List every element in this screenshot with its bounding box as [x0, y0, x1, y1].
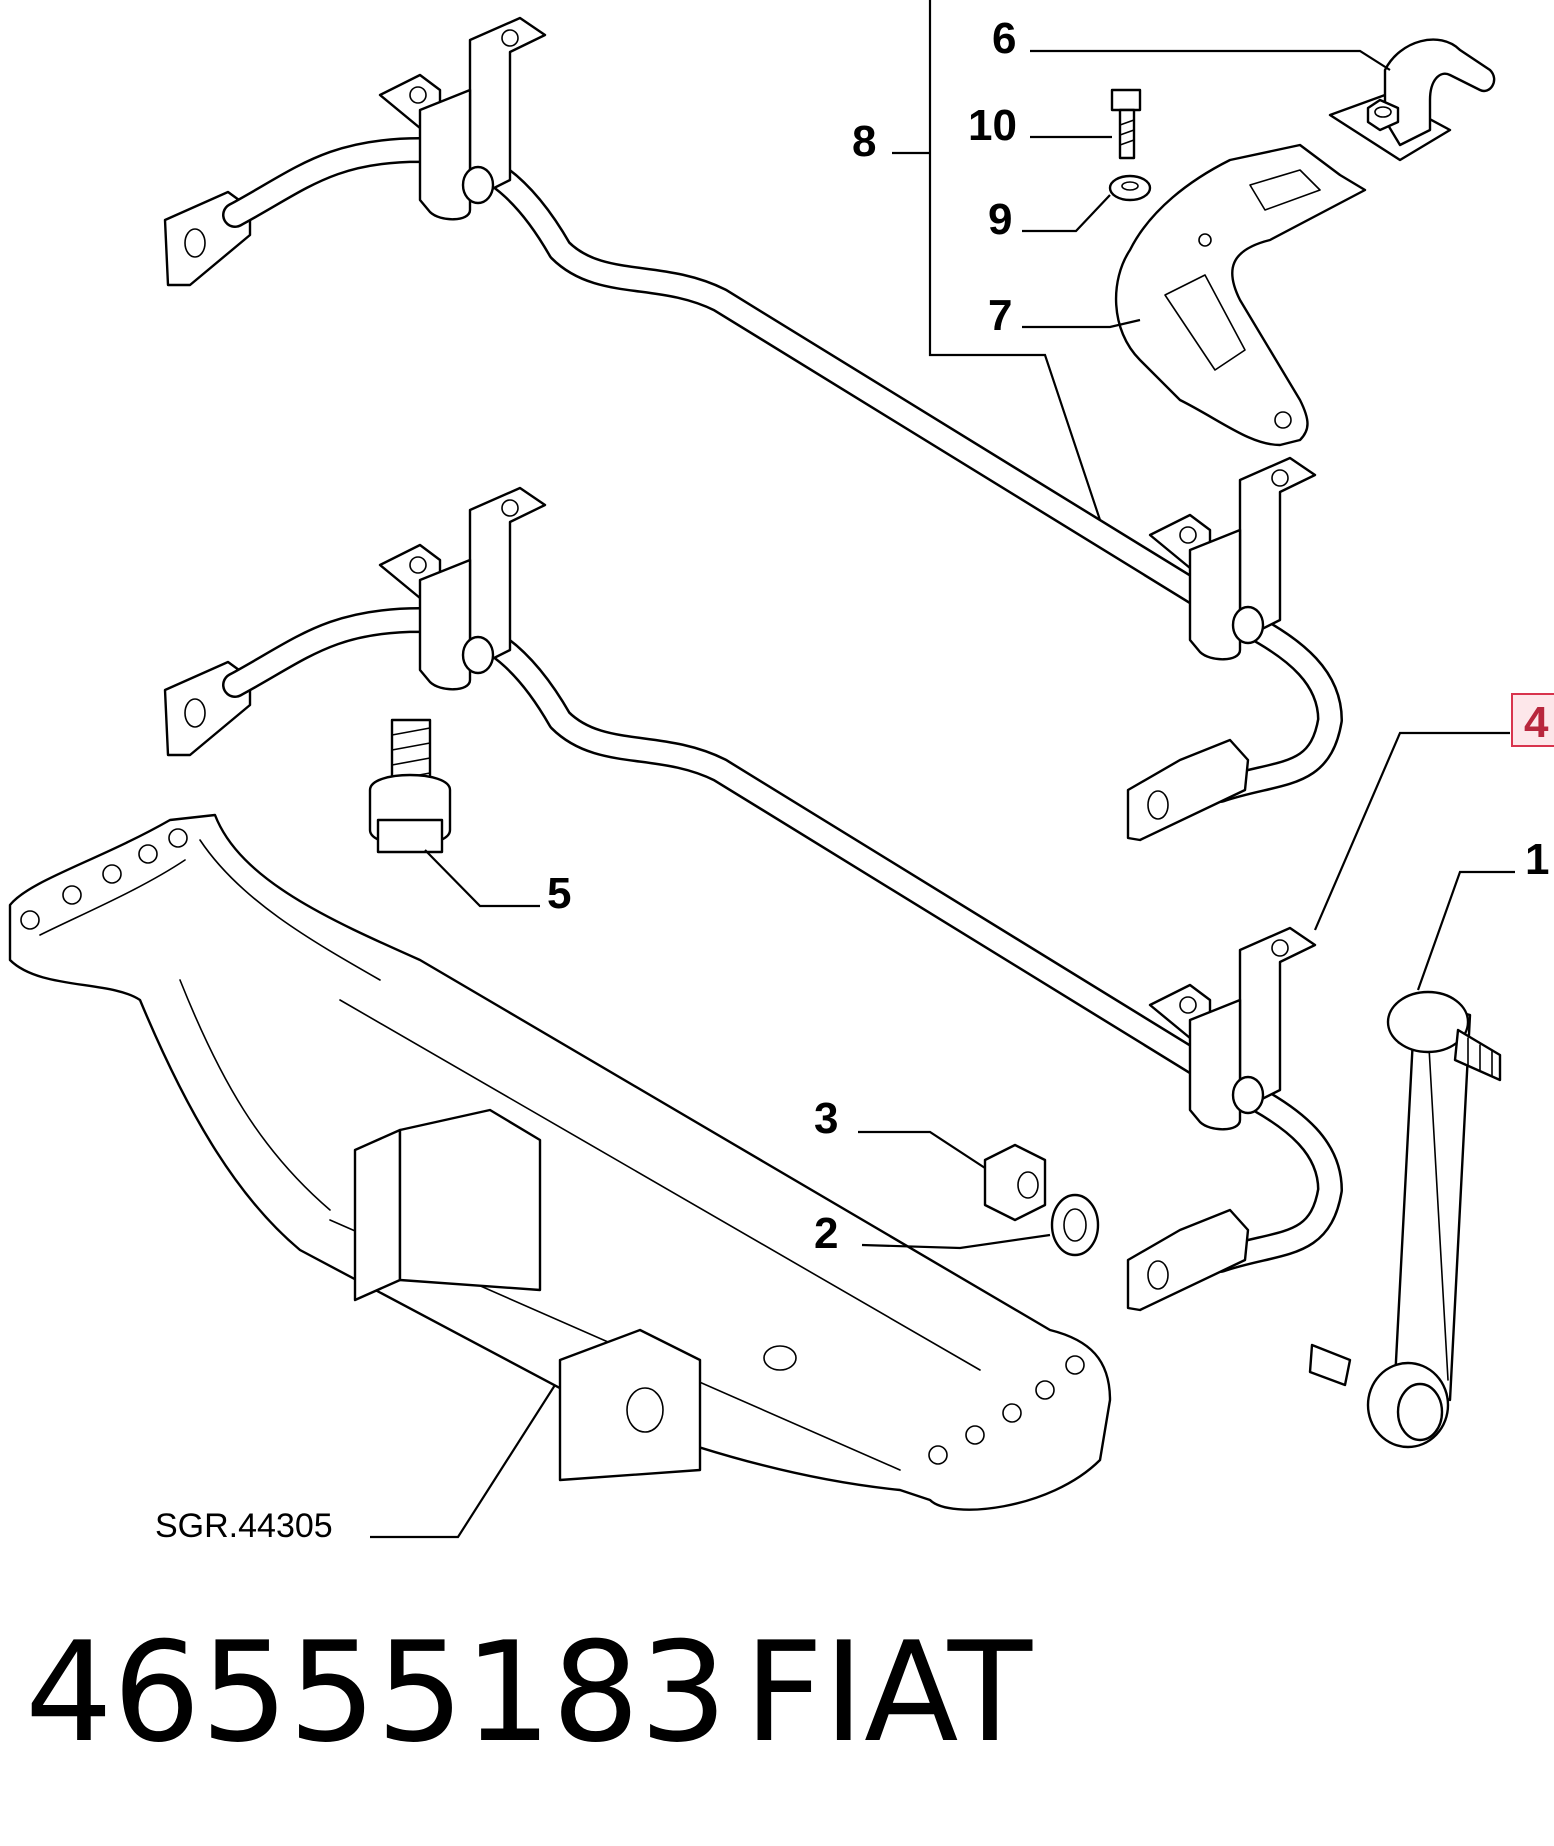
callout-2: 2 [814, 1209, 838, 1258]
callout-10: 10 [968, 101, 1017, 150]
callout-1: 1 [1525, 835, 1549, 884]
callout-4-highlight [1511, 693, 1554, 747]
callout-labels: 6 10 8 9 7 4 1 5 3 2 SGR.44305 [155, 14, 1554, 1545]
lower-stabilizer-bar [163, 486, 1343, 1312]
washer-part-9 [1108, 174, 1152, 202]
bracket-part-7 [1114, 143, 1367, 447]
bolt-part-5 [368, 718, 452, 854]
clamp-part-6 [1328, 38, 1496, 162]
callout-6: 6 [992, 14, 1016, 63]
washer-part-2 [1050, 1193, 1100, 1257]
callout-7: 7 [988, 291, 1012, 340]
link-part-1 [1308, 990, 1502, 1449]
reference-code: SGR.44305 [155, 1507, 333, 1545]
leader-lines [370, 0, 1515, 1539]
callout-3: 3 [814, 1094, 838, 1143]
callout-9: 9 [988, 195, 1012, 244]
upper-stabilizer-bar [163, 16, 1343, 842]
caption: 46555183 FIAT [25, 1612, 1033, 1773]
crossmember [8, 813, 1112, 1511]
callout-5: 5 [547, 869, 571, 918]
part-number: 46555183 [25, 1612, 727, 1773]
brand-name: FIAT [744, 1612, 1033, 1773]
nut-part-3 [983, 1143, 1047, 1222]
callout-4: 4 [1524, 698, 1549, 747]
callout-8: 8 [852, 117, 876, 166]
screw-part-10 [1110, 88, 1142, 160]
